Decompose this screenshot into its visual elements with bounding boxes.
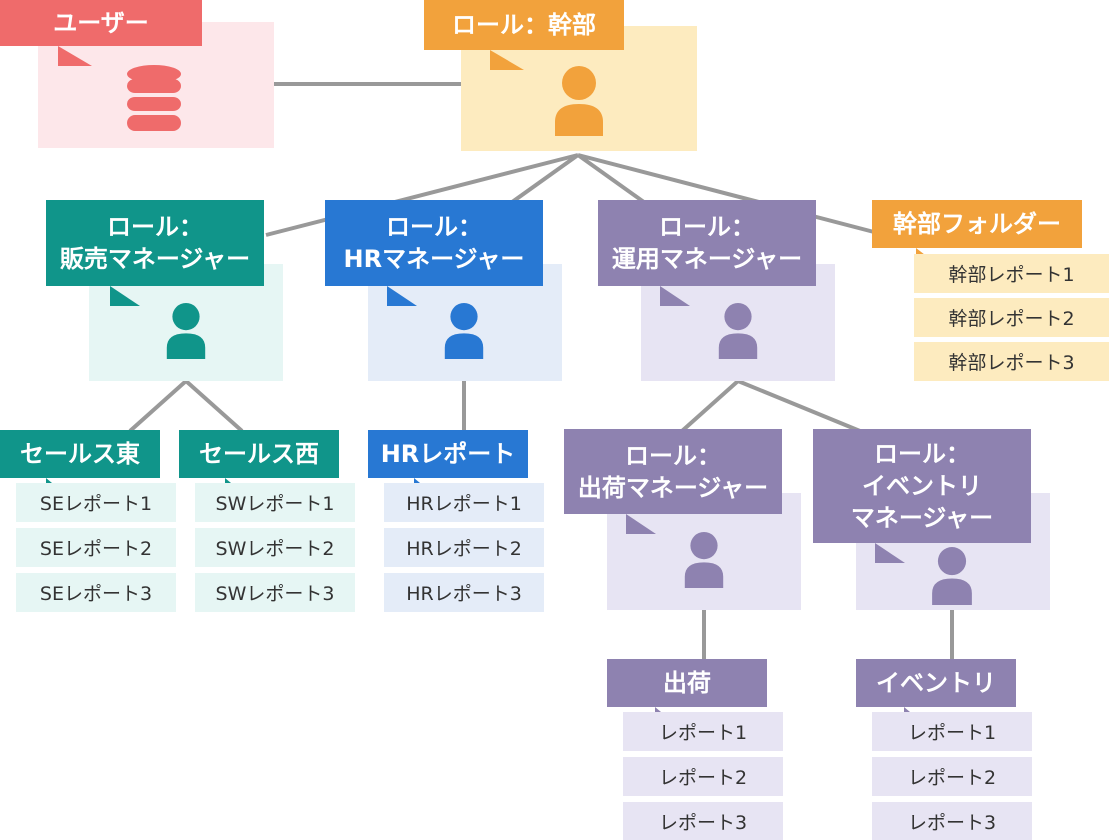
person-icon	[684, 532, 724, 588]
ops-manager-label: ロール： 運用マネージャー	[598, 200, 816, 306]
exec-report-1[interactable]: 幹部レポート1	[914, 254, 1109, 293]
inventory-label: イベントリ	[856, 659, 1016, 727]
person-icon	[932, 547, 972, 605]
sales-east-report-2[interactable]: SEレポート2	[16, 528, 176, 567]
hr-reports-label: HRレポート	[368, 430, 528, 498]
shipping-label: 出荷	[607, 659, 767, 727]
inventory-report-2[interactable]: レポート2	[872, 757, 1032, 796]
sales-west-report-1[interactable]: SWレポート1	[195, 483, 355, 522]
event-manager-label: ロール： イベントリ マネージャー	[813, 429, 1031, 563]
sales-east-label: セールス東	[0, 430, 160, 498]
inventory-report-1[interactable]: レポート1	[872, 712, 1032, 751]
database-icon	[127, 65, 181, 131]
sales-east-report-3[interactable]: SEレポート3	[16, 573, 176, 612]
hr-manager-label: ロール： HRマネージャー	[325, 200, 543, 306]
sales-west-report-2[interactable]: SWレポート2	[195, 528, 355, 567]
inventory-report-3[interactable]: レポート3	[872, 802, 1032, 840]
shipping-report-2[interactable]: レポート2	[623, 757, 783, 796]
sales-west-label: セールス西	[179, 430, 339, 498]
person-icon	[555, 66, 603, 136]
sales-west-report-3[interactable]: SWレポート3	[195, 573, 355, 612]
shipping-report-1[interactable]: レポート1	[623, 712, 783, 751]
shipping-report-3[interactable]: レポート3	[623, 802, 783, 840]
person-icon	[718, 303, 758, 359]
exec-folder-label: 幹部フォルダー	[872, 200, 1082, 268]
exec-report-2[interactable]: 幹部レポート2	[914, 298, 1109, 337]
sales-manager-label: ロール： 販売マネージャー	[46, 200, 264, 306]
shipping-manager-label: ロール： 出荷マネージャー	[564, 429, 782, 534]
hr-report-1[interactable]: HRレポート1	[384, 483, 544, 522]
hr-report-2[interactable]: HRレポート2	[384, 528, 544, 567]
user-label: ユーザー	[0, 0, 202, 66]
sales-east-report-1[interactable]: SEレポート1	[16, 483, 176, 522]
hr-report-3[interactable]: HRレポート3	[384, 573, 544, 612]
person-icon	[166, 303, 206, 359]
person-icon	[444, 303, 484, 359]
exec-report-3[interactable]: 幹部レポート3	[914, 342, 1109, 381]
executive-label: ロール：幹部	[424, 0, 624, 70]
